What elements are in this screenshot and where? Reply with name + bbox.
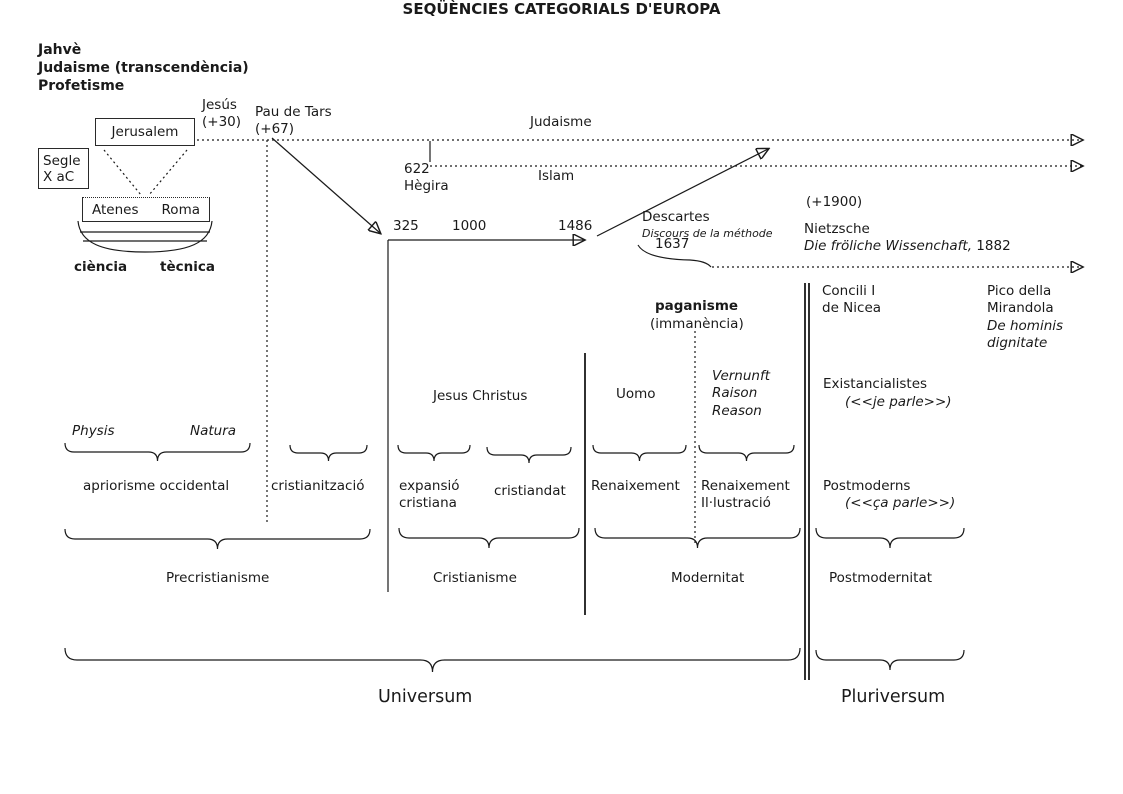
vernunft-block: Vernunft Raison Reason [712,368,770,420]
apriorisme-label: apriorisme occidental [83,478,230,494]
ca-parle-label: (<<ça parle>>) [845,495,956,511]
pau-descent-arrow [271,137,380,233]
jesus-christus-label: Jesus Christus [433,388,528,404]
brace-cristiandat [486,446,572,464]
cristiandat-label: cristiandat [494,483,566,499]
expansio-label-1: expansió [399,478,460,494]
roma-label: Roma [161,201,200,218]
year-1486-label: 1486 [558,218,593,234]
pico-label-3: De hominis [987,317,1064,334]
descartes-line-connector [637,244,712,268]
pau-year-label: (+67) [255,121,295,138]
existancialistes-label: Existancialistes [823,376,928,392]
uomo-label: Uomo [616,386,656,402]
brace-cristianisme [398,527,580,549]
expansio-label-2: cristiana [399,495,457,512]
judaisme-line-label: Judaisme [530,114,592,130]
jerusalem-atenes-link-right [148,149,188,196]
brace-modernitat [594,527,801,549]
year-1900-label: (+1900) [806,194,863,210]
paganisme-label: paganisme [655,298,739,314]
pico-block: Pico della Mirandola De hominis dignitat… [987,283,1063,352]
jahve-label: Jahvè [38,42,82,58]
brace-postmodernitat [815,527,965,549]
islam-line-label: Islam [538,168,575,184]
je-parle-label: (<<je parle>>) [845,394,952,410]
postmoderns-label: Postmoderns [823,478,911,494]
brace-renaixement-illustracio [698,444,795,462]
ciencia-tecnica-bowl [77,220,213,253]
modernitat-label: Modernitat [671,570,745,586]
raison-label: Raison [712,385,758,402]
concili-label-2: de Nicea [822,300,882,317]
hegira-block: 622 Hègira [404,161,449,196]
brace-cristianitzacio [289,444,368,462]
jerusalem-label: Jerusalem [111,124,179,140]
expansio-block: expansió cristiana [399,478,460,513]
jesus-label: Jesús [202,97,237,113]
discours-label: Discours de la méthode [642,227,773,240]
segle-box: Segle X aC [38,148,89,189]
jesus-label-block: Jesús (+30) [202,97,241,132]
physis-label: Physis [72,423,115,439]
brace-pluriversum [815,649,965,671]
natura-label: Natura [190,423,237,439]
immanencia-label: (immanència) [650,316,744,332]
renaixement-illustracio-block: Renaixement Il·lustració [701,478,790,513]
profetisme-label: Profetisme [38,77,125,94]
renaixement-label: Renaixement [591,478,680,494]
cristianisme-label: Cristianisme [433,570,517,586]
brace-expansio [397,444,471,462]
pico-label-1: Pico della [987,283,1052,299]
segle-label-2: X aC [43,168,75,185]
segle-label-1: Segle [43,152,81,169]
vernunft-label: Vernunft [712,368,771,384]
cristianitzacio-label: cristianització [271,478,365,494]
universum-label: Universum [378,687,473,707]
tecnica-label: tècnica [160,259,215,275]
atenes-label: Atenes [92,201,139,218]
precristianisme-label: Precristianisme [166,570,270,586]
descartes-label: Descartes [642,209,710,225]
brace-precristianisme [64,528,371,550]
nietzsche-label: Nietzsche [804,221,870,237]
brace-apriorisme [64,442,251,462]
header-block: Jahvè Judaisme (transcendència) Profetis… [38,42,249,96]
atenes-roma-box: Atenes Roma [82,197,210,222]
pico-label-4: dignitate [987,334,1048,351]
brace-universum [64,647,801,673]
reason-label: Reason [712,402,762,419]
ciencia-label: ciència [74,259,128,275]
pau-label-block: Pau de Tars (+67) [255,104,332,139]
hegira-year-label: 622 [404,161,430,177]
jesus-year-label: (+30) [202,114,242,131]
renaissance-ascent-arrow [596,149,768,237]
judaisme-transcendencia-label: Judaisme (transcendència) [38,59,249,76]
renaixement2-label-1: Renaixement [701,478,790,494]
jerusalem-atenes-link-left [103,149,142,196]
renaixement2-label-2: Il·lustració [701,495,771,512]
page-title: SEQÜÈNCIES CATEGORIALS D'EUROPA [402,0,721,18]
froliche-year-label: 1882 [976,238,1011,254]
jerusalem-box: Jerusalem [95,118,195,146]
year-1637-label: 1637 [655,236,690,252]
pau-label: Pau de Tars [255,104,332,120]
hegira-label: Hègira [404,178,449,195]
pluriversum-label: Pluriversum [841,687,946,707]
froliche-title-label: Die fröliche Wissenchaft, [804,238,972,254]
pico-label-2: Mirandola [987,300,1054,317]
concili-block: Concili I de Nicea [822,283,881,318]
froliche-label-block: Die fröliche Wissenchaft, 1882 [804,238,1011,255]
year-1000-label: 1000 [452,218,487,234]
concili-label-1: Concili I [822,283,876,299]
postmodernitat-label: Postmodernitat [829,570,933,586]
year-325-label: 325 [393,218,419,234]
brace-renaixement [592,444,687,462]
